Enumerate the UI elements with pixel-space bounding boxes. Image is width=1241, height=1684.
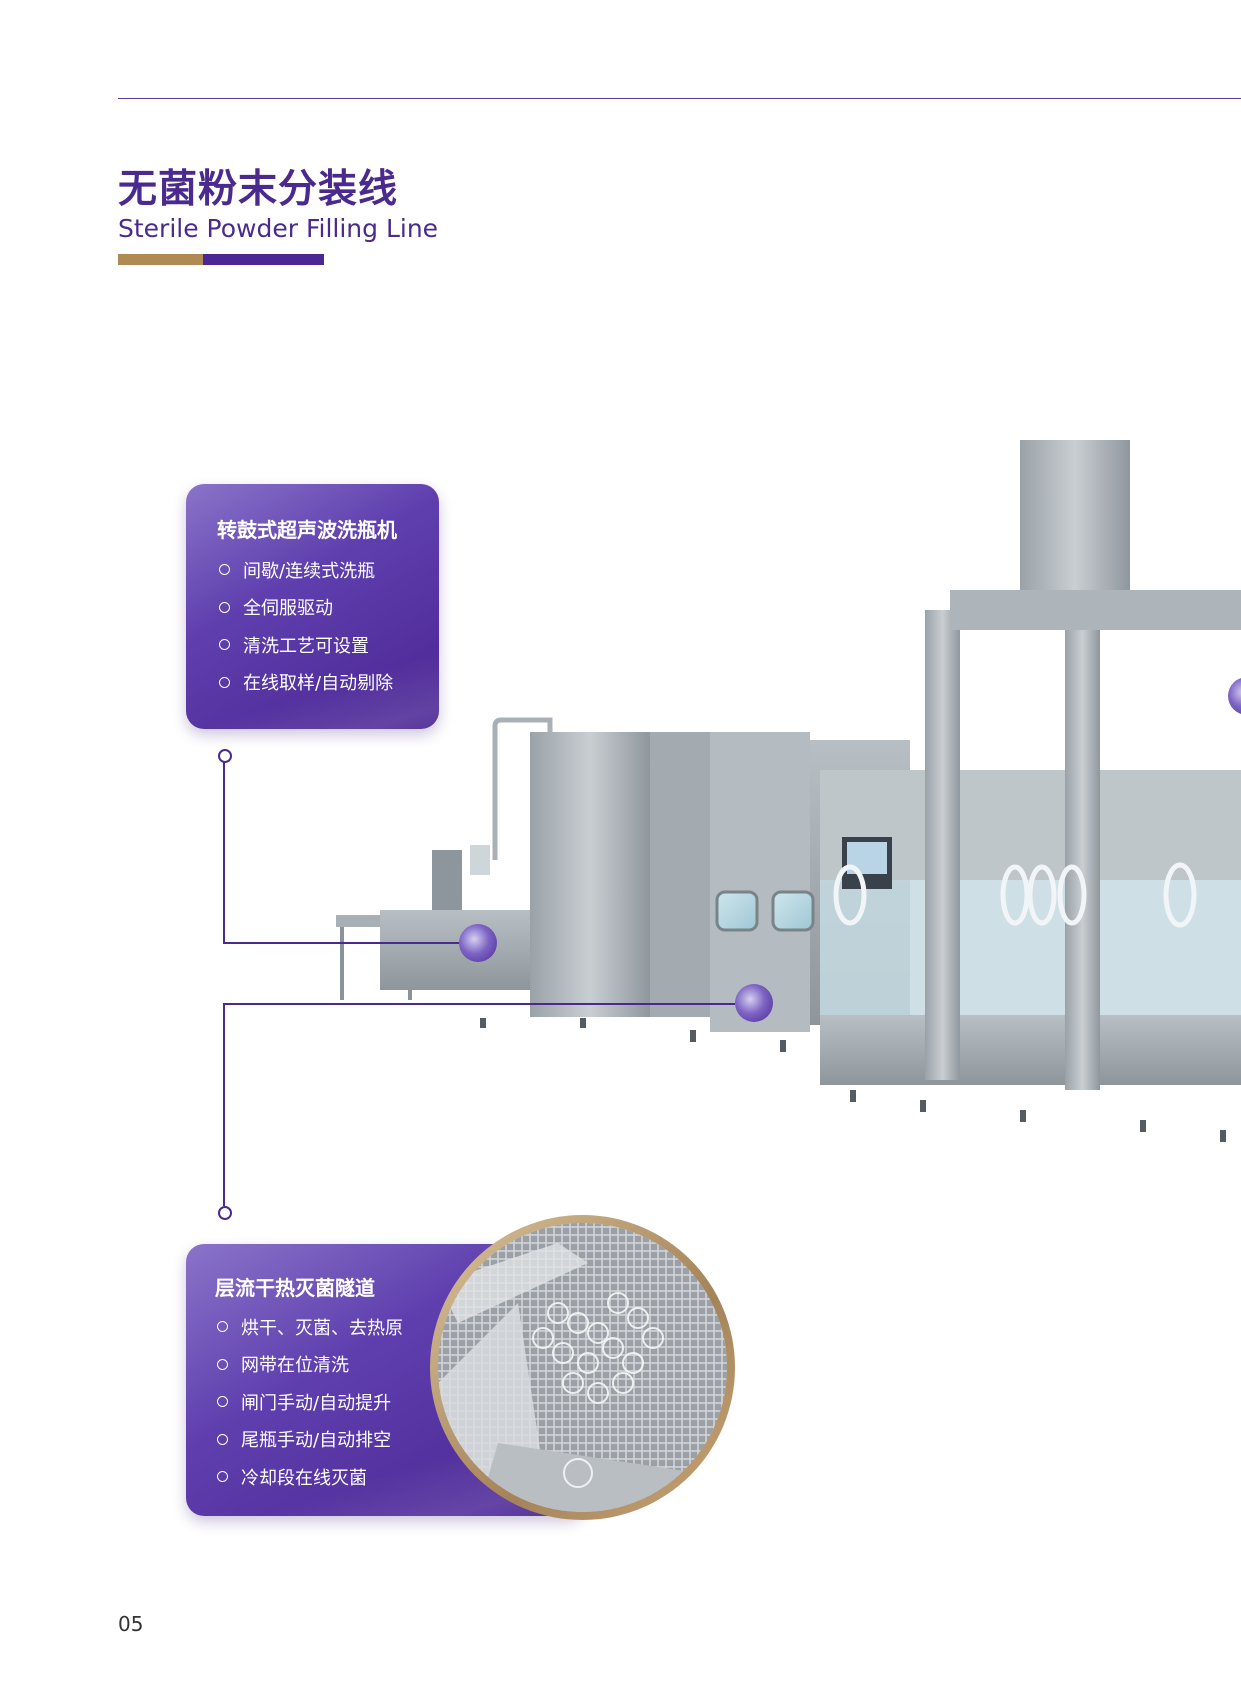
washer-feature-item: 间歇/连续式洗瓶 — [219, 551, 393, 589]
washer-feature-item: 全伺服驱动 — [219, 589, 393, 627]
washer-feature-item: 在线取样/自动剔除 — [219, 664, 393, 702]
bullet-icon — [217, 1471, 228, 1483]
top-rule — [118, 98, 1241, 99]
tunnel-card-title: 层流干热灭菌隧道 — [215, 1276, 375, 1300]
washer-callout-line-vertical — [223, 762, 225, 942]
tunnel-feature-item: 尾瓶手动/自动排空 — [217, 1421, 403, 1459]
tunnel-feature-item: 烘干、灭菌、去热原 — [217, 1308, 403, 1346]
bullet-icon — [219, 639, 230, 651]
washer-callout-anchor — [218, 749, 232, 763]
title-accent-bar — [118, 254, 324, 265]
page-title-en: Sterile Powder Filling Line — [118, 214, 439, 243]
page-title-cn: 无菌粉末分装线 — [118, 167, 399, 212]
tunnel-callout-line-horizontal — [223, 1003, 735, 1005]
bullet-icon — [217, 1321, 228, 1333]
tunnel-feature-item: 闸门手动/自动提升 — [217, 1383, 403, 1421]
tunnel-hotspot[interactable] — [735, 984, 773, 1022]
tunnel-feature-item: 冷却段在线灭菌 — [217, 1458, 403, 1496]
washer-hotspot[interactable] — [459, 924, 497, 962]
bullet-icon — [217, 1396, 228, 1408]
bullet-icon — [217, 1433, 228, 1445]
tunnel-mesh-belt-photo — [438, 1223, 727, 1512]
washer-feature-list: 间歇/连续式洗瓶 全伺服驱动 清洗工艺可设置 在线取样/自动剔除 — [219, 551, 393, 701]
accent-gold — [118, 254, 203, 265]
bullet-icon — [217, 1358, 228, 1370]
bullet-icon — [219, 564, 230, 576]
tunnel-photo-frame — [430, 1215, 735, 1520]
mesh-belt-illustration — [438, 1223, 727, 1512]
tunnel-callout-line-vertical — [223, 1003, 225, 1206]
washer-info-card: 转鼓式超声波洗瓶机 间歇/连续式洗瓶 全伺服驱动 清洗工艺可设置 在线取样/自动… — [186, 484, 439, 729]
tunnel-feature-list: 烘干、灭菌、去热原 网带在位清洗 闸门手动/自动提升 尾瓶手动/自动排空 冷却段… — [217, 1308, 403, 1496]
washer-callout-line-horizontal — [223, 942, 463, 944]
filling-line-machine-illustration — [336, 440, 1241, 1142]
accent-purple — [203, 254, 324, 265]
bullet-icon — [219, 601, 230, 613]
tunnel-feature-item: 网带在位清洗 — [217, 1346, 403, 1384]
bullet-icon — [219, 676, 230, 688]
washer-card-title: 转鼓式超声波洗瓶机 — [217, 518, 397, 542]
page-number: 05 — [118, 1612, 144, 1636]
tunnel-callout-anchor — [218, 1206, 232, 1220]
washer-feature-item: 清洗工艺可设置 — [219, 626, 393, 664]
filler-hotspot[interactable] — [1228, 677, 1241, 715]
